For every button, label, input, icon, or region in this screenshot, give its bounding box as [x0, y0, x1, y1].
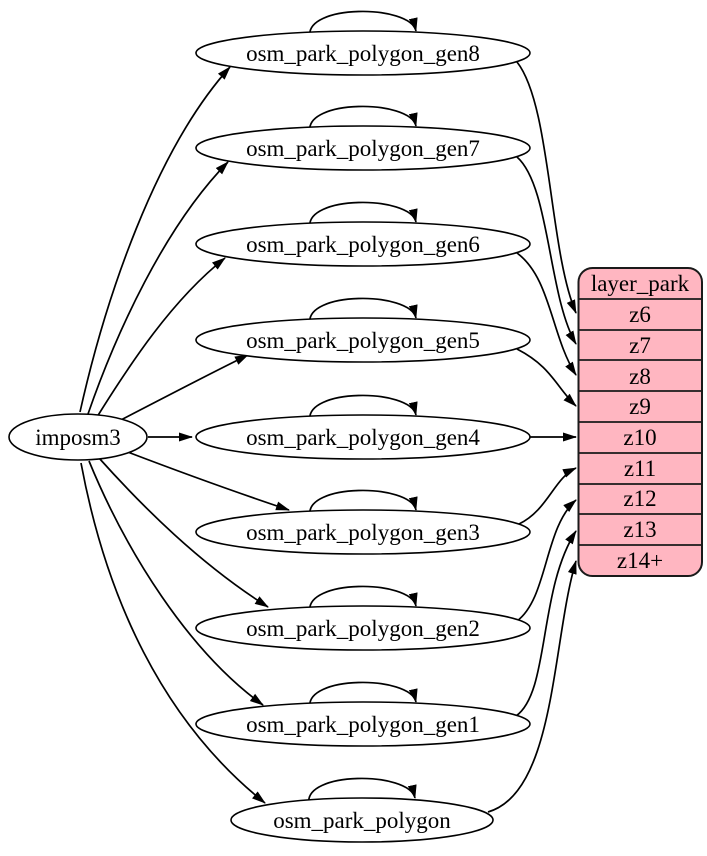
edge-imposm3-to-osm-park-polygon	[80, 462, 266, 804]
row-z9: z9	[629, 394, 651, 419]
node-osm-park-polygon-gen1: osm_park_polygon_gen1	[195, 701, 531, 747]
row-z10: z10	[623, 425, 656, 450]
node-osm-park-polygon-gen5: osm_park_polygon_gen5	[195, 317, 531, 363]
edges-to-layer-table	[487, 61, 577, 813]
self-loop-osm-park-polygon-gen5	[309, 297, 418, 325]
self-loop-osm-park-polygon-gen2	[309, 585, 418, 613]
osm-park-polygon-ellipse	[230, 797, 494, 843]
gen8-label: osm_park_polygon_gen8	[246, 41, 480, 66]
self-loop-osm-park-polygon-gen1	[309, 681, 418, 709]
gen2-label: osm_park_polygon_gen2	[246, 616, 480, 641]
self-loop-osm-park-polygon	[308, 777, 417, 805]
edge-osm-park-polygon-to-z14plus	[487, 560, 577, 813]
edge-imposm3-to-osm-park-polygon-gen5	[112, 354, 249, 425]
gen4-ellipse	[195, 414, 531, 460]
self-loops	[308, 10, 418, 805]
row-z6: z6	[629, 302, 651, 327]
gen5-label: osm_park_polygon_gen5	[246, 328, 480, 353]
self-loop-osm-park-polygon-gen8	[309, 10, 418, 38]
edge-osm-park-polygon-gen3-to-z11	[518, 467, 577, 525]
edge-osm-park-polygon-gen8-to-z6	[516, 61, 577, 314]
edge-osm-park-polygon-gen6-to-z8	[516, 252, 577, 376]
edge-osm-park-polygon-gen1-to-z13	[515, 530, 577, 717]
gen4-label: osm_park_polygon_gen4	[246, 425, 480, 450]
edge-imposm3-to-osm-park-polygon-gen3	[124, 450, 290, 511]
gen8-ellipse	[195, 30, 531, 76]
gen7-ellipse	[195, 125, 531, 171]
edge-imposm3-to-osm-park-polygon-gen1	[88, 460, 264, 706]
row-z11: z11	[624, 456, 656, 481]
node-osm-park-polygon-gen7: osm_park_polygon_gen7	[195, 125, 531, 171]
layer-park-title: layer_park	[591, 271, 690, 296]
imposm3-label: imposm3	[35, 425, 121, 450]
edges-from-source	[79, 66, 290, 804]
node-osm-park-polygon: osm_park_polygon	[230, 797, 494, 843]
edge-imposm3-to-osm-park-polygon-gen8	[79, 66, 231, 413]
node-osm-park-polygon-gen8: osm_park_polygon_gen8	[195, 30, 531, 76]
gen5-ellipse	[195, 317, 531, 363]
edge-osm-park-polygon-gen5-to-z9	[516, 348, 577, 407]
node-osm-park-polygon-gen2: osm_park_polygon_gen2	[195, 605, 531, 651]
node-imposm3: imposm3	[8, 413, 148, 461]
osm-park-polygon-label: osm_park_polygon	[273, 808, 451, 833]
self-loop-osm-park-polygon-gen4	[309, 394, 418, 422]
node-osm-park-polygon-gen4: osm_park_polygon_gen4	[195, 414, 531, 460]
gen6-label: osm_park_polygon_gen6	[246, 232, 480, 257]
edge-imposm3-to-osm-park-polygon-gen7	[87, 161, 229, 415]
self-loop-osm-park-polygon-gen3	[309, 489, 418, 517]
gen1-ellipse	[195, 701, 531, 747]
gen2-ellipse	[195, 605, 531, 651]
row-z7: z7	[629, 333, 651, 358]
row-z13: z13	[623, 517, 656, 542]
self-loop-osm-park-polygon-gen7	[309, 105, 418, 133]
edge-imposm3-to-osm-park-polygon-gen6	[96, 257, 226, 418]
imposm3-ellipse	[8, 413, 148, 461]
layer-park-table: layer_park z6 z7 z8 z9 z10 z11 z12 z13 z…	[577, 267, 703, 577]
gen3-label: osm_park_polygon_gen3	[246, 520, 480, 545]
gen3-ellipse	[195, 509, 531, 555]
gen7-label: osm_park_polygon_gen7	[246, 136, 480, 161]
row-z12: z12	[623, 486, 656, 511]
self-loop-osm-park-polygon-gen6	[309, 201, 418, 229]
edge-imposm3-to-osm-park-polygon-gen2	[98, 457, 269, 608]
row-z14plus: z14+	[617, 548, 663, 573]
edge-osm-park-polygon-gen7-to-z7	[516, 156, 577, 345]
gen1-label: osm_park_polygon_gen1	[246, 712, 480, 737]
node-osm-park-polygon-gen3: osm_park_polygon_gen3	[195, 509, 531, 555]
node-osm-park-polygon-gen6: osm_park_polygon_gen6	[195, 221, 531, 267]
row-z8: z8	[629, 364, 651, 389]
edge-osm-park-polygon-gen2-to-z12	[516, 499, 577, 622]
gen6-ellipse	[195, 221, 531, 267]
